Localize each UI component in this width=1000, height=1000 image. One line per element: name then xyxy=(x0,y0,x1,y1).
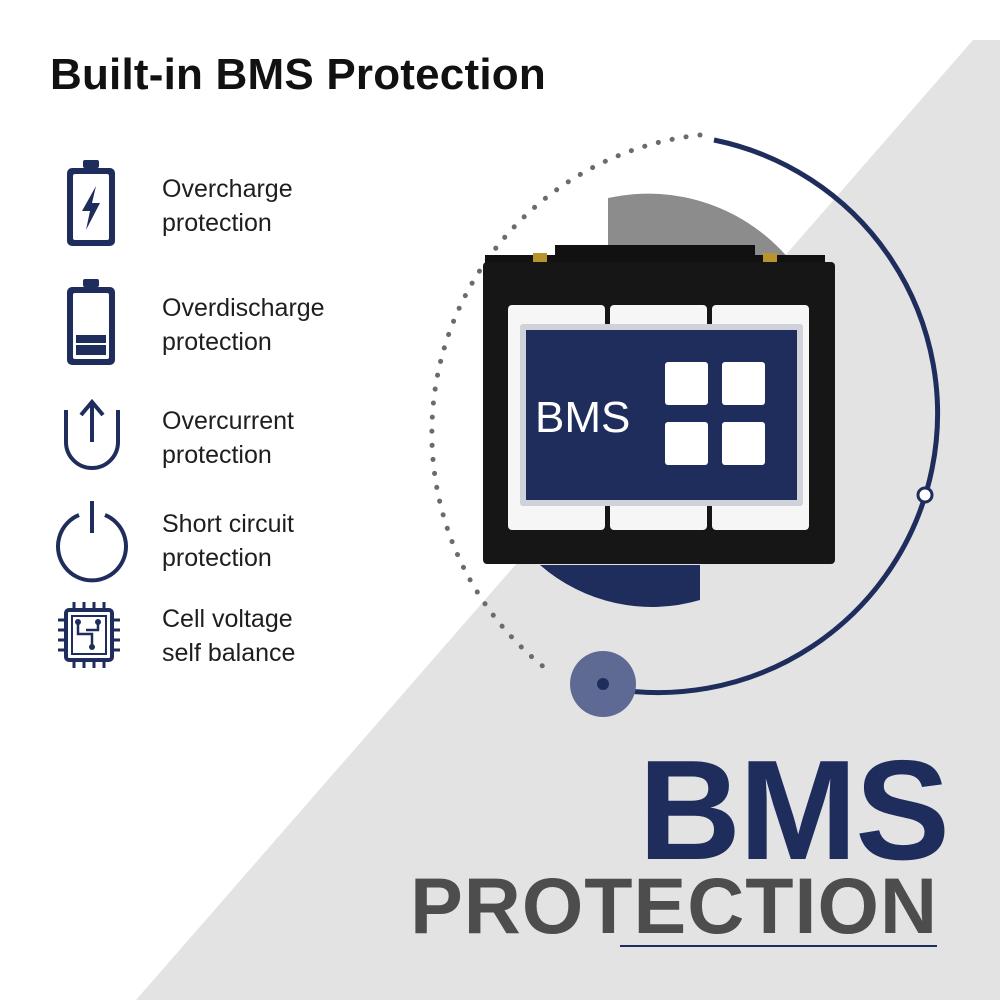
bms-chip-square xyxy=(665,422,708,465)
overcurrent-arrow-icon xyxy=(64,398,120,470)
power-icon xyxy=(56,501,128,583)
feature-short-circuit: Short circuit protection xyxy=(52,493,382,588)
bms-board xyxy=(526,330,797,500)
bms-chip-label: BMS xyxy=(535,393,630,442)
feature-cell-balance: Cell voltage self balance xyxy=(52,588,382,683)
feature-label-line2: protection xyxy=(162,327,272,356)
feature-label-line1: Short circuit xyxy=(162,509,294,538)
page-title: Built-in BMS Protection xyxy=(50,50,546,99)
bms-chip-square xyxy=(665,362,708,405)
bms-chip-square xyxy=(722,362,765,405)
feature-label-line1: Overcharge xyxy=(162,174,293,203)
feature-label-line2: protection xyxy=(162,440,272,469)
dotted-arc xyxy=(429,132,703,671)
feature-overcurrent: Overcurrent protection xyxy=(52,390,382,485)
battery-illustration: BMS xyxy=(483,245,835,564)
bms-chip-square xyxy=(722,422,765,465)
headline-bms: BMS xyxy=(638,731,950,890)
feature-label-line1: Overcurrent xyxy=(162,406,294,435)
arc-start-dot xyxy=(597,678,609,690)
feature-overdischarge: Overdischarge protection xyxy=(52,277,382,372)
feature-label-line2: protection xyxy=(162,543,272,572)
battery-terminal-right xyxy=(763,253,777,262)
feature-label-line2: protection xyxy=(162,208,272,237)
feature-label-line2: self balance xyxy=(162,638,296,667)
battery-low-icon xyxy=(67,279,115,365)
headline-underline xyxy=(620,945,937,947)
navy-arc xyxy=(602,137,940,696)
arc-end-ring xyxy=(916,486,934,504)
gray-half-disc xyxy=(608,193,790,260)
navy-disc-segment xyxy=(540,565,700,607)
headline-protection: PROTECTION xyxy=(410,861,938,950)
battery-terminal-left xyxy=(533,253,547,262)
battery-charging-icon xyxy=(67,160,115,246)
feature-label-line1: Overdischarge xyxy=(162,293,325,322)
circuit-chip-icon xyxy=(58,602,120,668)
feature-overcharge: Overcharge protection xyxy=(52,158,382,253)
feature-label-line1: Cell voltage xyxy=(162,604,293,633)
